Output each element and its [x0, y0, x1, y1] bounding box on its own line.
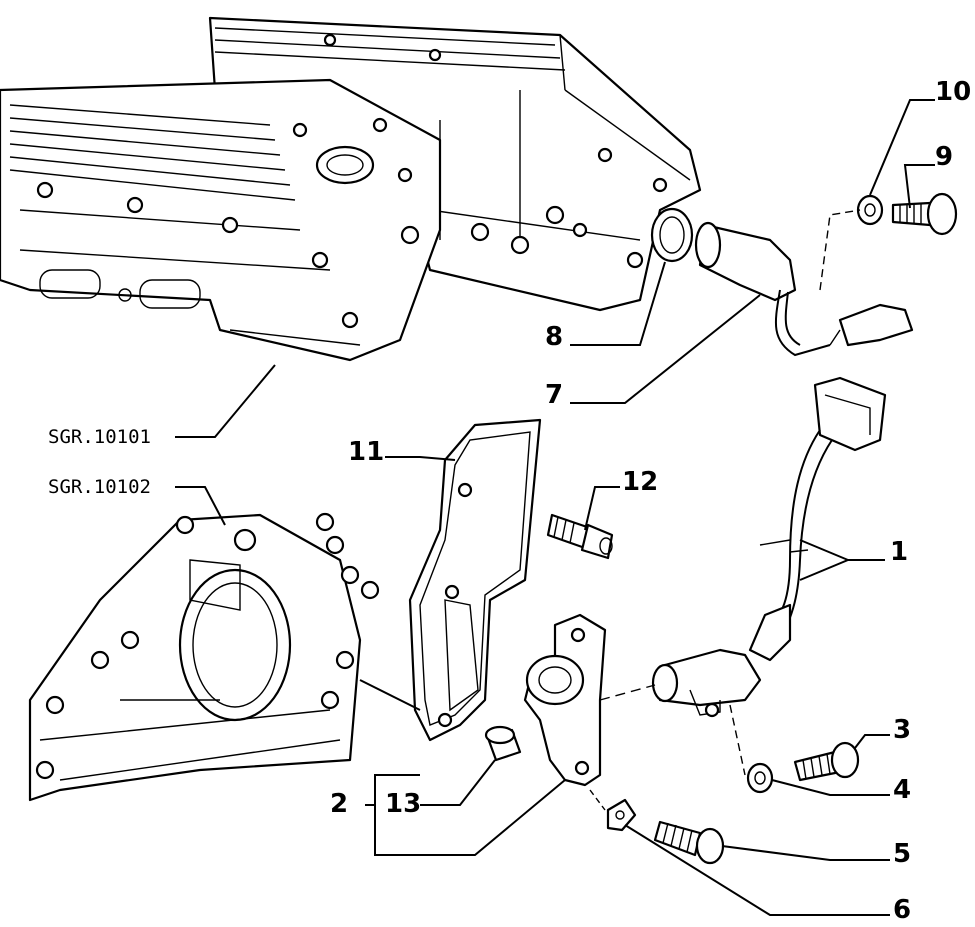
timing-cover: [28, 512, 380, 802]
callout-9: 9: [935, 142, 953, 172]
bolt-3: [793, 741, 860, 782]
callout-labels: 10 9 8 7 11 12 1 3 4 2 13 5 6 SGR.10101 …: [48, 77, 971, 925]
ref-sgr-10102: SGR.10102: [48, 476, 151, 498]
sensor-1-rpm-sensor: [651, 376, 887, 718]
leader-lines: [175, 99, 935, 916]
callout-13: 13: [385, 789, 421, 819]
callout-3: 3: [893, 715, 911, 745]
o-ring-8: [650, 207, 694, 263]
callout-6: 6: [893, 895, 911, 922]
callout-12: 12: [622, 467, 658, 497]
callout-4: 4: [893, 775, 911, 805]
callout-10: 10: [935, 77, 971, 107]
cylinder-head-assembly: [0, 16, 702, 362]
callout-11: 11: [348, 437, 384, 467]
callout-2: 2: [330, 789, 348, 819]
washer-4: [746, 762, 774, 794]
callout-5: 5: [893, 839, 911, 869]
bolt-9: [891, 192, 958, 236]
callout-1: 1: [890, 537, 908, 567]
sensor-7-phase-sensor: [694, 221, 914, 357]
bolt-5: [653, 820, 725, 865]
washer-10: [856, 194, 884, 226]
washer-6: [606, 798, 637, 832]
bushing-13: [484, 725, 522, 762]
ref-sgr-10101: SGR.10101: [48, 426, 151, 448]
bracket-11: [408, 418, 542, 742]
screw-12: [546, 513, 614, 560]
callout-7: 7: [545, 380, 563, 410]
sensor-bracket-2: [523, 613, 607, 787]
callout-8: 8: [545, 322, 563, 352]
